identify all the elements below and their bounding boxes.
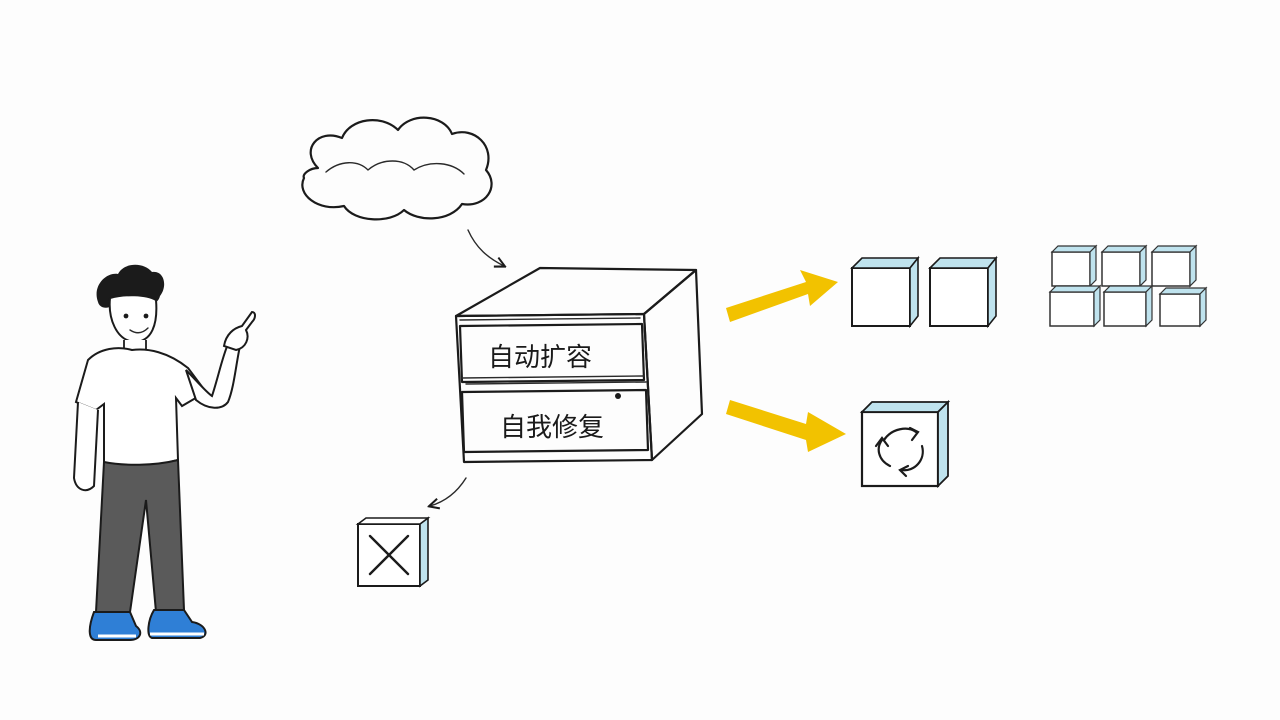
drawer-label-auto-scaling: 自动扩容: [488, 343, 592, 373]
arrow-server-to-failed-node: [430, 477, 467, 506]
recycle-arrows: [874, 426, 924, 478]
scaled-cube-1: [850, 255, 920, 329]
x-cube-icon: [355, 516, 431, 588]
recycle-cube-icon: [859, 399, 951, 489]
pointing-hand: [222, 310, 256, 352]
person-figure: [72, 264, 256, 641]
drawer-auto-scaling: 自动扩容: [458, 322, 646, 384]
eye: [143, 313, 149, 319]
arrow-cloud-to-server: [467, 229, 504, 266]
left-arm: [72, 401, 99, 492]
cloud-icon: [301, 116, 493, 221]
server-box: [454, 266, 704, 464]
arrow-to-scaled-cubes: [726, 270, 838, 322]
grid-cube: [1158, 286, 1208, 328]
drawer-self-healing: 自我修复: [460, 381, 650, 454]
drawer-label-self-healing: 自我修复: [500, 413, 604, 443]
drawer-handle: [615, 393, 621, 399]
grid-cube: [1150, 244, 1198, 288]
left-shoe: [88, 611, 142, 641]
eye: [123, 313, 129, 319]
scaled-cube-2: [928, 255, 998, 329]
cube-grid: [1048, 244, 1208, 328]
head: [108, 294, 158, 344]
right-shoe: [147, 609, 207, 639]
arrow-to-repair-cube: [726, 400, 846, 452]
pants: [94, 458, 186, 614]
smile: [129, 327, 149, 334]
grid-cube: [1100, 244, 1148, 288]
grid-cube: [1050, 244, 1098, 288]
grid-cube: [1102, 284, 1154, 328]
grid-cube: [1048, 284, 1102, 328]
